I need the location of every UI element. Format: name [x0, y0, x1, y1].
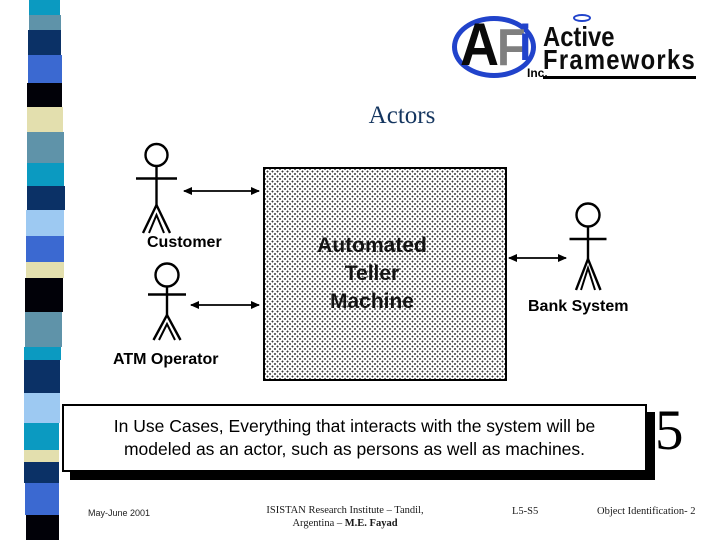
footer-course-code: L5-S5 — [512, 506, 539, 517]
logo-monogram-a: A — [460, 11, 500, 78]
atm-operator-label: ATM Operator — [113, 351, 219, 368]
logo-monogram-i: i — [519, 15, 532, 71]
note-box: In Use Cases, Everything that interacts … — [62, 404, 647, 472]
customer-label: Customer — [147, 234, 222, 251]
note-text: In Use Cases, Everything that interacts … — [113, 416, 596, 459]
footer-institute-author: M.E. Fayad — [344, 518, 398, 529]
system-box-label: Automated Teller Machine — [317, 234, 427, 313]
bank-system-label: Bank System — [528, 298, 629, 315]
footer-date: May-June 2001 — [88, 508, 151, 518]
logo-name-line2: Frameworks — [543, 46, 696, 79]
logo-ellipse-icon — [452, 16, 536, 78]
page-title: Actors — [368, 102, 436, 129]
footer-institute-line2: Argentina – M.E. Fayad — [235, 517, 455, 530]
system-box: Automated Teller Machine — [263, 167, 507, 381]
atm-operator-figure-icon — [148, 262, 186, 341]
footer-institute-line1: ISISTAN Research Institute – Tandil, — [266, 505, 424, 516]
logo-name-line1: Active — [543, 21, 615, 52]
footer-slide-label: Object Identification- 2 — [597, 506, 696, 517]
footer-institute: ISISTAN Research Institute – Tandil, Arg… — [235, 504, 455, 530]
logo-halo-icon — [573, 14, 591, 22]
slide-number: 5 — [655, 399, 684, 462]
footer-institute-country: Argentina – — [292, 518, 345, 529]
logo-monogram-f: F — [497, 19, 526, 77]
bank-system-figure-icon — [569, 202, 607, 291]
customer-figure-icon — [136, 142, 177, 234]
logo-suffix: Inc. — [527, 66, 548, 80]
